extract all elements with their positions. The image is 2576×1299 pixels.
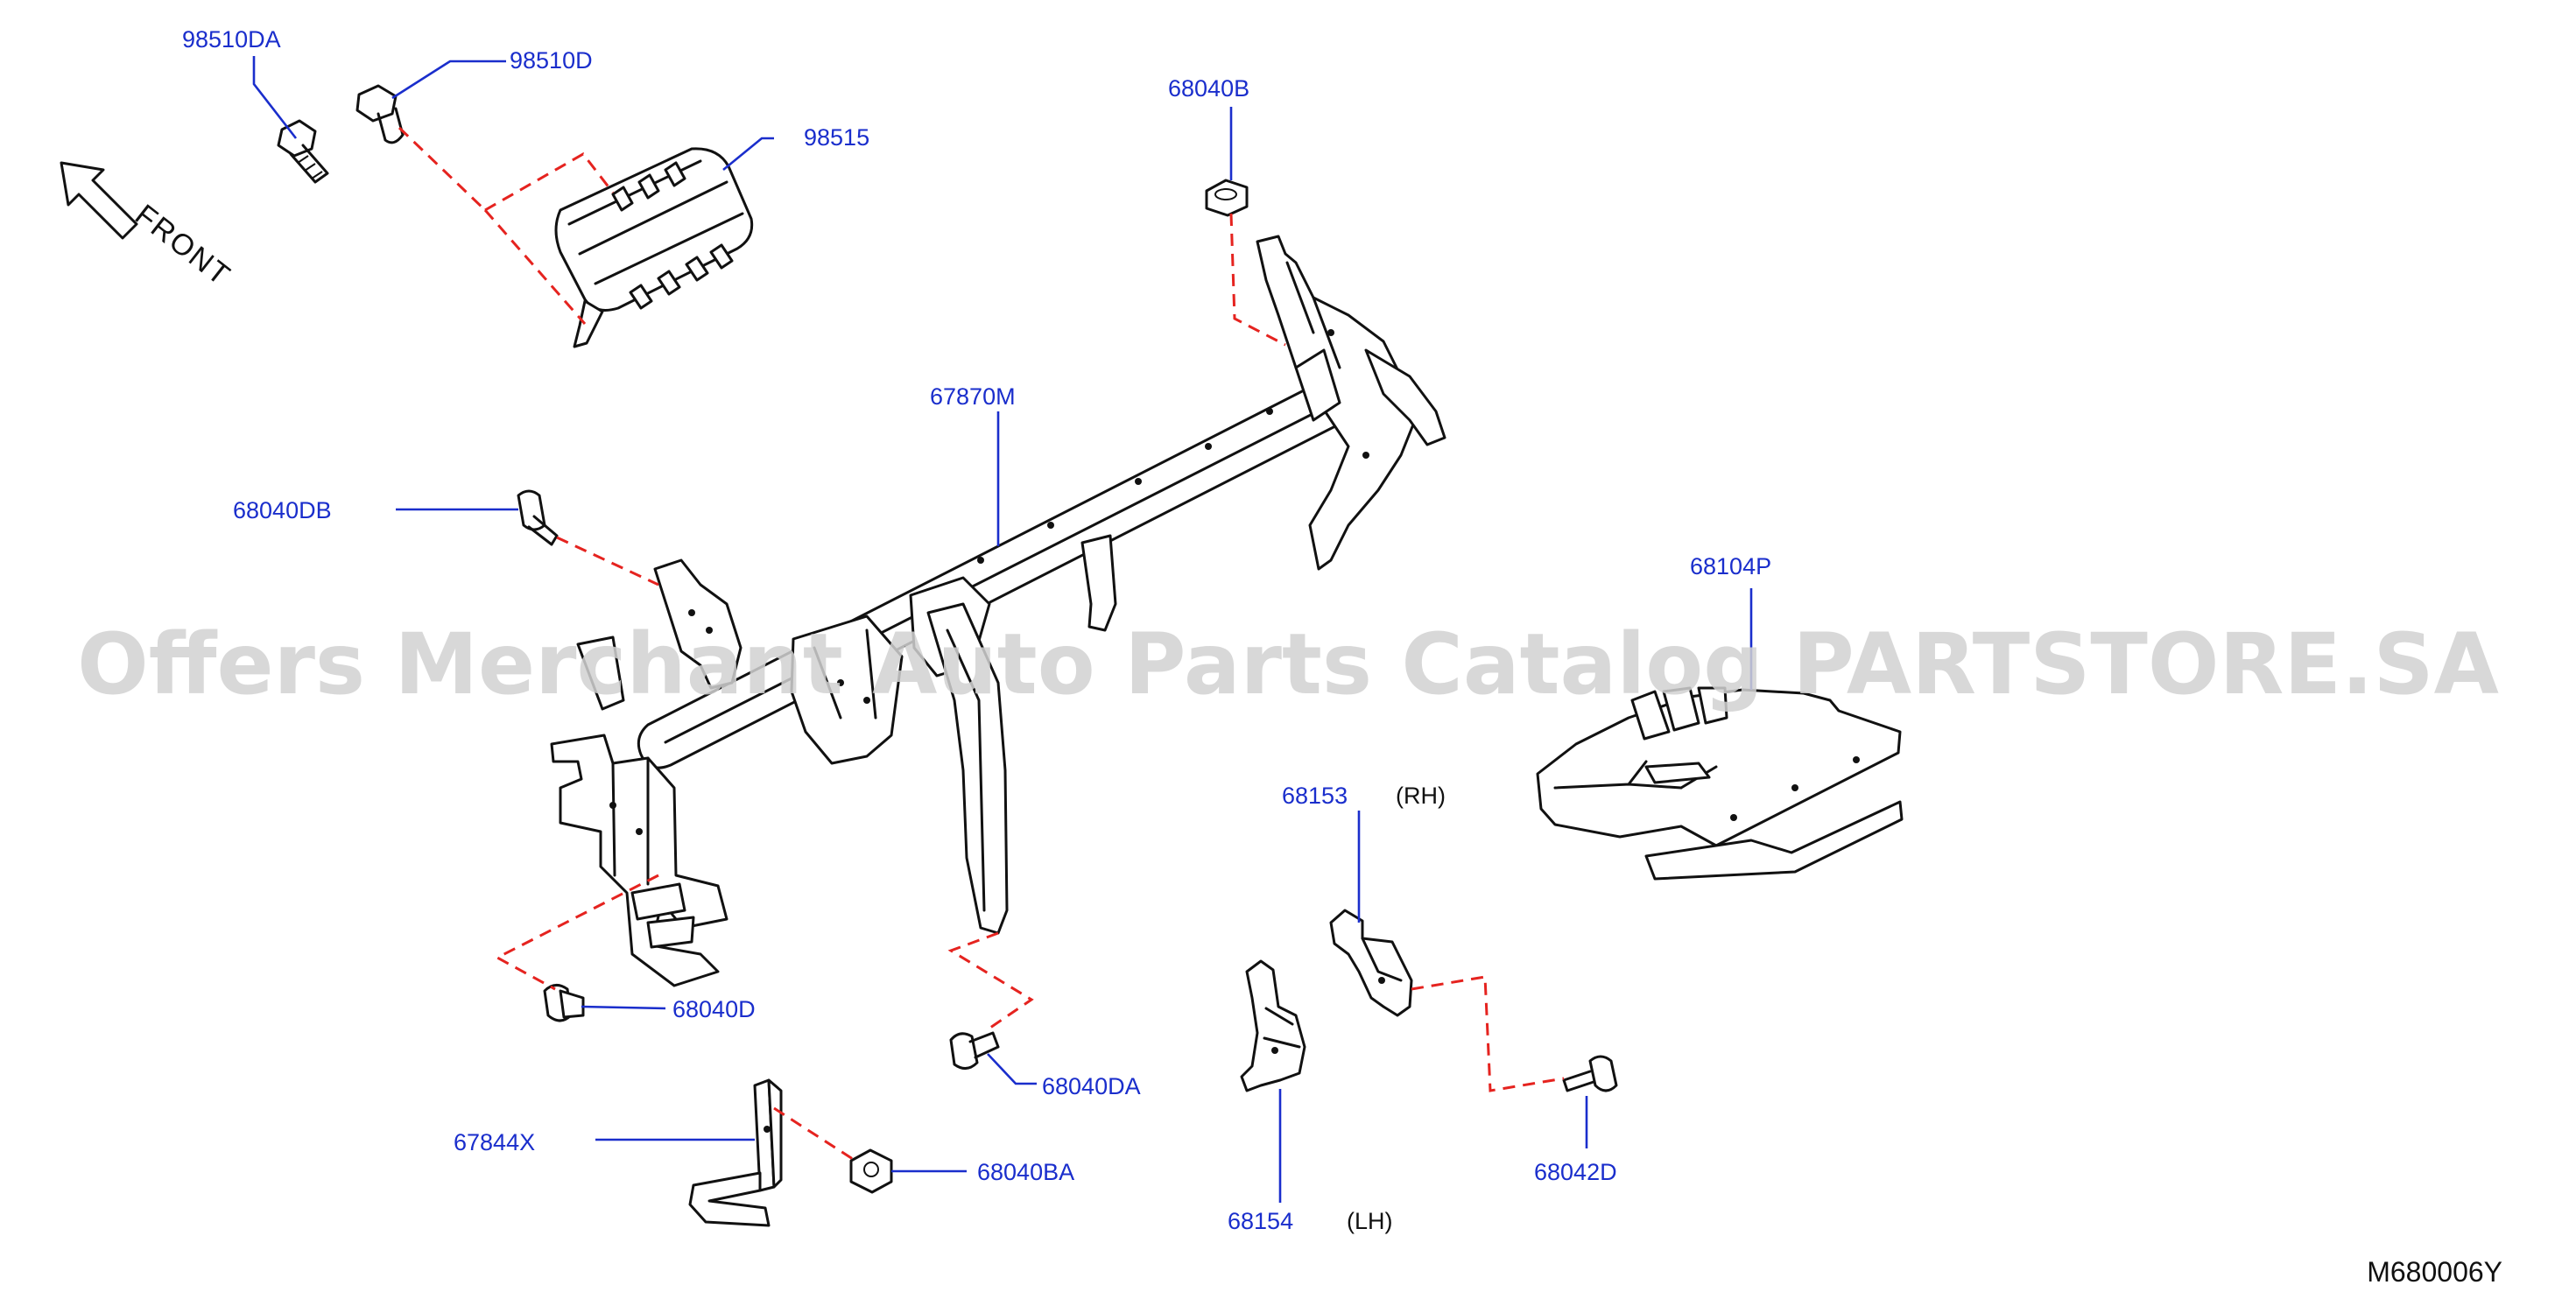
label-98510D[interactable]: 98510D [510,47,593,74]
diagram-code: M680006Y [2367,1256,2502,1288]
label-68153[interactable]: 68153 [1282,783,1348,809]
cross-car-beam-67870M-icon[interactable] [550,235,1446,987]
label-68154[interactable]: 68154 [1228,1208,1293,1234]
bolt-68040DB-icon[interactable] [517,489,559,546]
leader-lines [252,56,1753,1203]
label-68042D[interactable]: 68042D [1534,1159,1617,1185]
bolt-98510DA-icon[interactable] [277,119,329,184]
label-68040BA[interactable]: 68040BA [977,1159,1074,1185]
label-67844X[interactable]: 67844X [454,1129,535,1155]
bracket-68154-icon[interactable] [1240,959,1306,1092]
grommet-68040B-icon[interactable] [1205,179,1249,217]
label-68040DB[interactable]: 68040DB [233,497,332,523]
label-98515[interactable]: 98515 [804,124,869,151]
bracket-68153-icon[interactable] [1329,909,1413,1017]
duct-68104P-icon[interactable] [1536,686,1904,881]
bolt-68040D-icon[interactable] [543,984,585,1022]
label-68040D[interactable]: 68040D [672,996,756,1022]
watermark-text: Offers Merchant Auto Parts Catalog PARTS… [77,615,2499,713]
label-68153-side: (RH) [1396,783,1446,809]
label-68104P[interactable]: 68104P [1690,553,1771,579]
label-67870M[interactable]: 67870M [930,383,1016,410]
bolt-68042D-icon[interactable] [1562,1055,1618,1092]
label-98510DA[interactable]: 98510DA [182,26,281,53]
assembly-dashed-lines [398,126,1565,1164]
front-arrow-icon [60,161,138,240]
label-68154-side: (LH) [1347,1208,1393,1234]
clip-nut-68040BA-icon[interactable] [849,1148,893,1194]
passenger-airbag-module-icon[interactable] [554,147,754,348]
bolt-98510D-icon[interactable] [355,84,405,144]
label-68040B[interactable]: 68040B [1168,75,1249,102]
bracket-67844X-icon[interactable] [688,1078,783,1227]
front-label: FRONT [129,198,237,292]
label-68040DA[interactable]: 68040DA [1042,1073,1141,1099]
bolt-68040DA-icon[interactable] [949,1031,1000,1070]
